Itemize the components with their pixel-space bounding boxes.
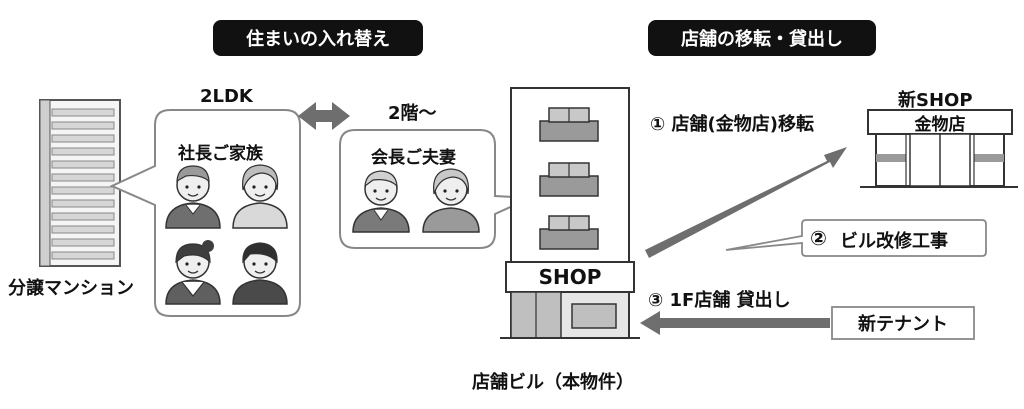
relocation-arrow <box>645 147 847 258</box>
step2-number: ② <box>810 226 827 250</box>
floor-label: 2階～ <box>388 103 437 124</box>
step3-label: ③ 1F店舗 貸出し <box>648 290 791 311</box>
new-tenant-box <box>831 306 975 340</box>
building-window-unit <box>539 107 599 142</box>
condo-label: 分譲マンション <box>8 278 134 299</box>
new-shop-title: 新SHOP <box>898 90 973 111</box>
shop-sign-board <box>505 261 635 293</box>
unit-type-label: 2LDK <box>200 86 253 107</box>
family-son-icon <box>232 242 288 305</box>
new-shop-building-icon <box>860 109 1018 188</box>
family-father-icon <box>165 165 221 229</box>
new-shop-sign: 金物店 <box>914 114 966 135</box>
shop-sign-label: SHOP <box>538 265 602 289</box>
chairman-icon <box>352 170 410 233</box>
condo-building-icon <box>39 99 121 267</box>
family-mother-icon <box>232 164 288 229</box>
section-shop-relocation: 店舗の移転・貸出し <box>648 20 876 56</box>
swap-double-arrow <box>298 102 350 130</box>
building-window-unit <box>539 162 599 197</box>
step2-label: ビル改修工事 <box>840 231 948 252</box>
shop-building-icon <box>500 87 640 339</box>
chairman-wife-icon <box>422 168 480 233</box>
couple-label: 会長ご夫妻 <box>371 148 456 168</box>
new-tenant-label: 新テナント <box>858 314 948 335</box>
tenant-arrow <box>640 311 830 335</box>
family-daughter-icon <box>165 240 221 305</box>
step1-label: ① 店舗(金物店)移転 <box>650 114 814 135</box>
renovation-callout <box>725 219 987 257</box>
building-window-unit <box>539 215 599 250</box>
family-label: 社長ご家族 <box>178 144 263 164</box>
building-caption: 店舗ビル（本物件） <box>472 372 634 393</box>
section-housing-swap: 住まいの入れ替え <box>213 20 423 56</box>
